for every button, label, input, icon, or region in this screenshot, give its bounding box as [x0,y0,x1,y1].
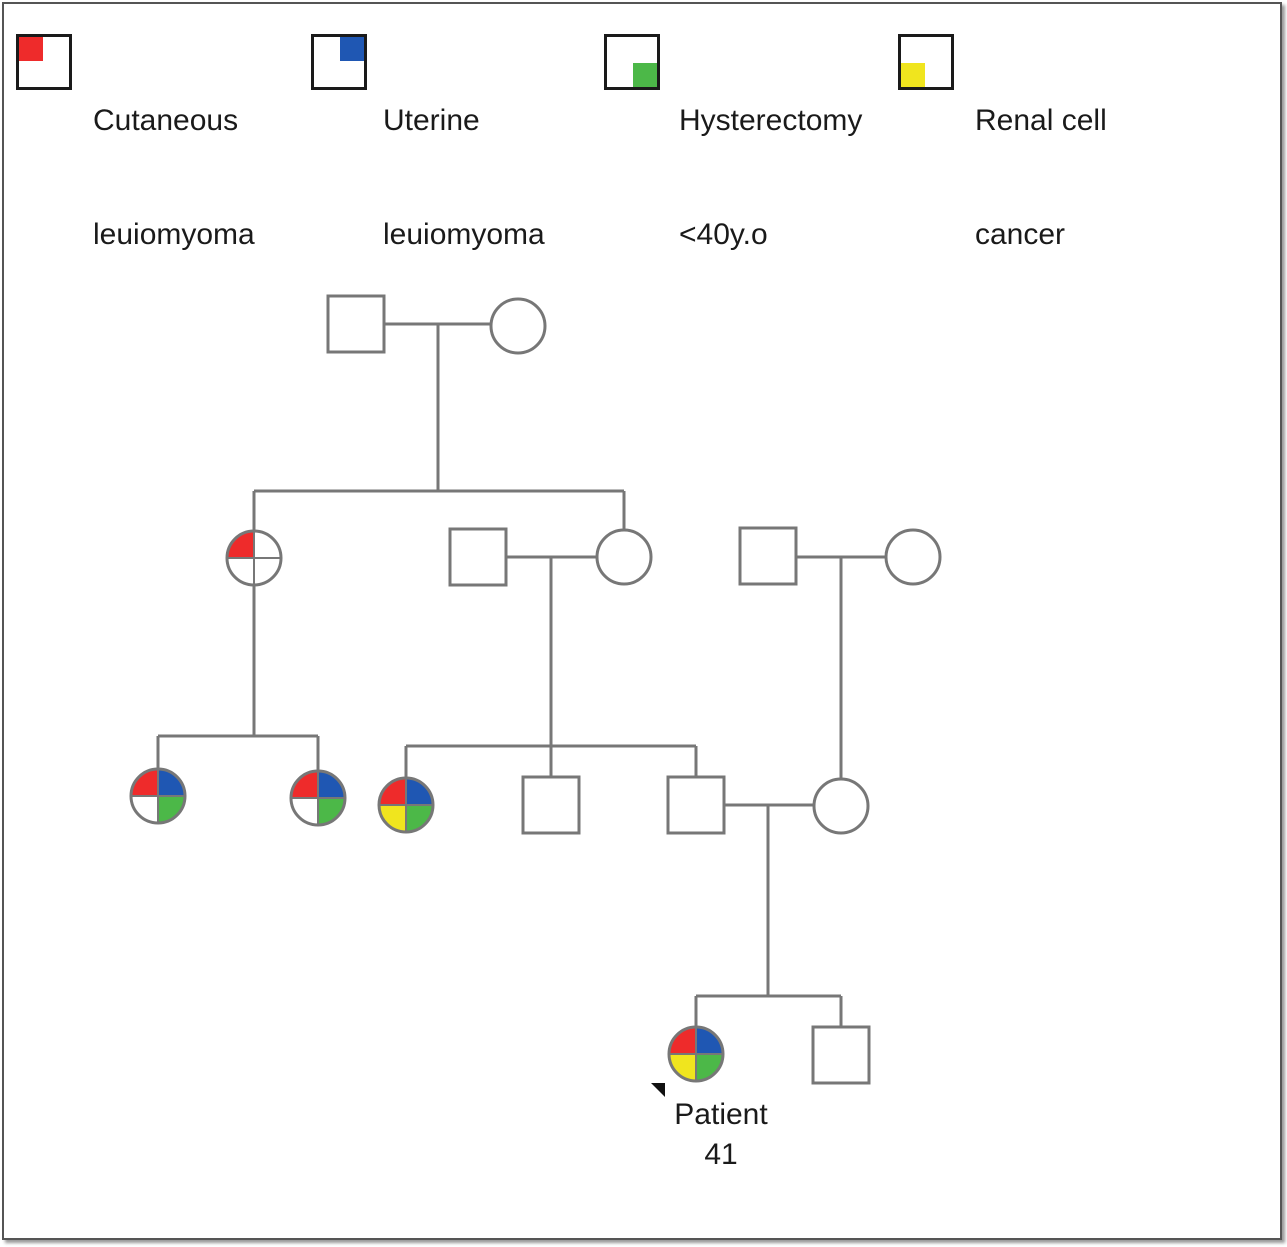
female-symbol-bg [886,530,940,584]
trait-quadrant-hysterectomy [158,796,185,823]
individual-g4-patient [667,1025,725,1083]
trait-quadrant-renal [669,1054,696,1081]
individual-g1-mother [489,297,547,355]
female-symbol [377,776,435,834]
legend-fill-green [633,63,657,87]
legend-swatch-hysterectomy [604,34,660,90]
proband-arrow-icon [651,1083,665,1097]
individual-g2-other-mother [884,528,942,586]
legend-swatch-cutaneous [16,34,72,90]
individual-g2-spouse-male [448,527,508,587]
individual-g3-aunt [377,776,435,834]
legend-label-line2: <40y.o [679,218,768,251]
legend-label-line2: leuiomyoma [383,218,545,251]
individual-g3-cousin-1 [129,767,187,825]
female-symbol [225,529,283,587]
trait-quadrant-uterine [406,778,433,805]
legend-label-line2: leuiomyoma [93,218,255,251]
trait-quadrant-hysterectomy [318,798,345,825]
female-symbol-bg [814,779,868,833]
individual-g1-father [326,294,386,354]
pedigree-symbols [129,294,942,1085]
legend-label-line1: Cutaneous [93,104,239,137]
proband-label-line2: 41 [704,1138,738,1171]
legend-swatch-uterine [311,34,367,90]
individual-g3-father [666,775,726,835]
female-symbol [812,777,870,835]
female-symbol [595,528,653,586]
individual-g2-other-father [738,526,798,586]
legend-fill-blue [340,37,364,61]
female-symbol [129,767,187,825]
trait-quadrant-uterine [158,769,185,796]
female-symbol-bg [491,299,545,353]
legend-fill-yellow [901,63,925,87]
trait-quadrant-cutaneous [131,769,158,796]
individual-g3-mother [812,777,870,835]
legend-label-line2: cancer [975,218,1066,251]
male-symbol [448,527,508,587]
individual-g3-cousin-2 [289,769,347,827]
individual-g2-daughter-1 [225,529,283,587]
trait-quadrant-hysterectomy [406,805,433,832]
trait-quadrant-hysterectomy [696,1054,723,1081]
female-symbol [489,297,547,355]
individual-g3-uncle [521,775,581,835]
legend-label-line1: Renal cell [975,104,1107,137]
male-symbol [521,775,581,835]
male-symbol [738,526,798,586]
proband-label: Patient 41 [651,1095,791,1175]
female-symbol [667,1025,725,1083]
female-symbol [289,769,347,827]
female-symbol [884,528,942,586]
legend-label-line1: Uterine [383,104,480,137]
individual-g2-daughter-2 [595,528,653,586]
female-symbol-bg [597,530,651,584]
legend-fill-red [19,37,43,61]
proband-label-line1: Patient [674,1098,768,1131]
individual-g4-brother [811,1025,871,1085]
trait-quadrant-cutaneous [669,1027,696,1054]
trait-quadrant-cutaneous [227,531,254,558]
pedigree-lines [156,322,886,1027]
trait-quadrant-renal [379,805,406,832]
male-symbol [811,1025,871,1085]
trait-quadrant-cutaneous [379,778,406,805]
legend-swatch-renal [898,34,954,90]
trait-quadrant-uterine [318,771,345,798]
legend-label-line1: Hysterectomy [679,104,863,137]
trait-quadrant-uterine [696,1027,723,1054]
trait-quadrant-cutaneous [291,771,318,798]
male-symbol [326,294,386,354]
male-symbol [666,775,726,835]
